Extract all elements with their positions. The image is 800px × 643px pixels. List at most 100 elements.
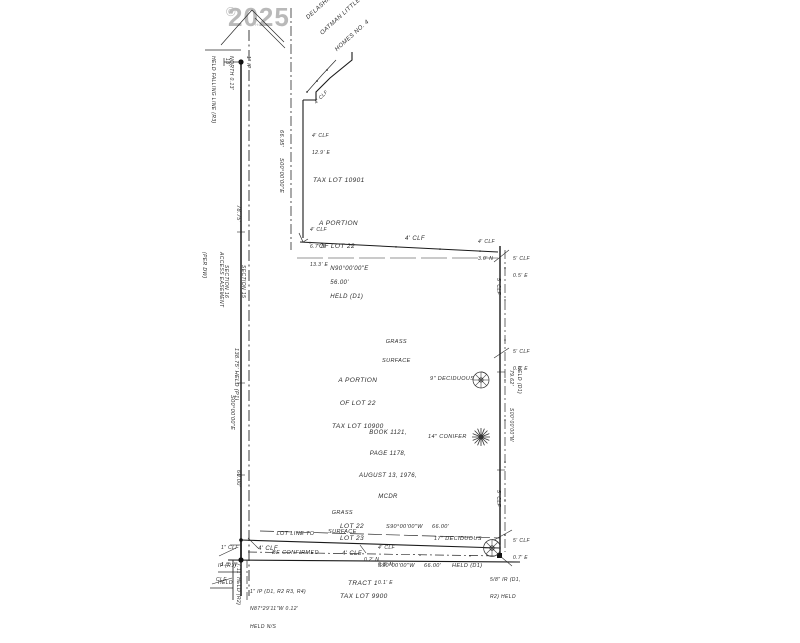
deed-ref-l2: PAGE 1178, [369, 451, 407, 458]
bearing-west-lower: S00°00'00"E [229, 395, 235, 431]
subdivision-boundary-oblique [220, 9, 253, 46]
fence-note-sw-west: 1" CLF 1.3' W [221, 534, 239, 581]
tree-deciduous-9in [472, 371, 490, 389]
fence-east-mid-l2: 0.6' E [513, 366, 529, 373]
fence-nw-top-l1: 4' CLF [312, 132, 329, 139]
fence-note-south-low: 4' CLF [342, 551, 362, 557]
parcel-10900-l1: A PORTION [338, 377, 378, 385]
south-line-lower-bearing: S90°00'00"W [378, 563, 415, 569]
lot-label-22: LOT 22 [340, 523, 365, 530]
fence-east-mid-l1: 5' CLF [513, 348, 530, 355]
plat-linework [205, 8, 521, 600]
fence-nw-corner-l2: 6.7' N [310, 244, 326, 251]
watermark-copyright-icon: © [226, 4, 236, 19]
fence-sw-west-l2: 1.3' W [221, 562, 238, 569]
bearing-north-leg: S00°00'00"E [278, 158, 284, 194]
tick-label-nw: 13' [224, 58, 230, 66]
fence-nw-corner-l3: 13.3' E [310, 262, 329, 269]
north-line-dimension: N90°00'00"E 56.00' HELD (D1) [322, 259, 369, 309]
dim-13875: 138.75' HELD (P1) [233, 348, 239, 401]
fence-note-bottom-left: CLF [216, 577, 227, 583]
west-dimension-ticks [237, 231, 245, 476]
section-line-15: SECTION 15 [240, 265, 247, 299]
watermark-sub: PHOTO [252, 22, 269, 27]
deed-reference-block: BOOK 1121, PAGE 1178, AUGUST 13, 1976, M… [330, 416, 446, 515]
tree-label-deciduous-17in: 17" DECIDUOUS [434, 536, 482, 542]
south-line-lower-distance: 66.00' [424, 563, 442, 569]
surface-upper-l2: SURFACE [382, 358, 411, 365]
fence-note-ne: 4' CLF 3.0' N [478, 228, 495, 275]
fence-note-sw: 4' CLF 0.8' N 0.1' E [378, 534, 395, 599]
section-line-note: SECTION 15 SECTION 16 [210, 265, 257, 298]
fence-nw-top-l2: 12.9' E [312, 150, 331, 157]
dim-6695: 66.95' [278, 130, 284, 148]
monument-nw-note: 1" IP NORTH 0.13' HELD FALLING LINE (R3) [197, 56, 262, 124]
section-line-16: SECTION 16 [222, 265, 229, 299]
monument-sw-ip-l1: IP (R1) [218, 562, 237, 569]
monument-nw-line3: HELD FALLING LINE (R3) [209, 56, 216, 124]
south-line-upper-bearing: S90°00'00"W [386, 524, 423, 530]
monument-se-note: 5/8" IR (D1, R2) HELD [490, 566, 521, 613]
bearing-east-line: S00°00'00"W [508, 408, 514, 442]
fence-note-south-mid: 0.2' N [364, 546, 379, 575]
monument-south-l1: 1" IP (D1, R2 R3, R4) [250, 588, 307, 595]
lot-line-confirm-l1: LOT LINE TO [276, 530, 315, 537]
north-line-note: HELD (D1) [330, 294, 364, 301]
fence-note-nw-top: 4' CLF 12.9' E [312, 122, 330, 169]
fence-note-east-lower: 5' CLF [495, 490, 501, 507]
fence-note-north-mid: 4' CLF [405, 236, 425, 242]
fence-note-se: 5' CLF 0.7' E [513, 527, 530, 574]
monument-se-l2: R2) HELD [490, 594, 516, 601]
fence-nw-corner-l1: 4' CLF [310, 226, 327, 233]
parcel-10901-label: TAX LOT 10901 A PORTION OF LOT 22 [313, 162, 365, 266]
dim-7875: 78.75' [235, 205, 241, 223]
lot-line-confirm-l2: BE CONFIRMED [272, 550, 319, 557]
north-line-distance: 56.00' [330, 280, 349, 287]
access-easement-line2: (PER DW) [200, 252, 207, 279]
deed-ref-l1: BOOK 1121, [369, 430, 407, 437]
monument-sw-ip-note: IP (R1) HELD [218, 552, 236, 599]
dim-7962: 79.62' [508, 370, 514, 386]
lot-line-confirm-note: LOT LINE TO BE CONFIRMED [272, 518, 319, 570]
fence-ne-l1: 4' CLF [478, 238, 495, 245]
fence-ne-east-l1: 5' CLF [513, 255, 530, 262]
parcel-10901-l1: TAX LOT 10901 [313, 177, 365, 185]
south-boundary-upper [240, 539, 501, 549]
parcel-10900-l3: TAX LOT 10900 [332, 423, 384, 431]
monument-se-l1: 5/8" IR (D1, [490, 576, 521, 583]
fence-sw-l3: 0.1' E [378, 580, 394, 587]
tree-label-conifer-14in: 14" CONIFER [428, 434, 467, 440]
fence-note-south-low2: 4' CLF [258, 546, 278, 552]
monument-nw-line1: 1" IP [245, 56, 252, 69]
fence-sw-l1: 4' CLF [378, 544, 395, 551]
surface-lower-l2: SURFACE [328, 529, 357, 536]
parcel-10901-l2: A PORTION [319, 219, 358, 227]
surface-lower-l1: GRASS [331, 509, 353, 516]
monument-nw-line2: NORTH 0.13' [227, 56, 234, 91]
watermark-year: 2025 [228, 2, 290, 32]
dim-6000: 60.00' [235, 470, 241, 488]
survey-plat-map: 2025 © PHOTO [197, 0, 530, 631]
parcel-10900-l2: OF LOT 22 [339, 400, 376, 408]
tree-label-deciduous-9in: 9" DECIDUOUS [430, 376, 475, 382]
fence-ne-east-l2: 0.5' E [513, 273, 529, 280]
tree-deciduous-17in [483, 539, 501, 557]
lot-line-to-be-confirmed [259, 530, 501, 539]
tree-conifer-14in [471, 427, 491, 447]
fence-se-l1: 5' CLF [513, 537, 530, 544]
deed-ref-l4: MCDR [378, 493, 398, 500]
deed-ref-l3: AUGUST 13, 1976, [358, 472, 418, 479]
south-line-lower-note: HELD (D1) [452, 563, 483, 569]
tract-taxlot-label: TAX LOT 9900 [340, 593, 388, 600]
fence-sw-west-l1: 1" CLF [221, 544, 239, 551]
fence-ne-l2: 3.0' N [478, 256, 494, 263]
fence-note-nw-corner: 4' CLF 6.7' N 13.3' E [310, 216, 328, 281]
surface-note-upper: GRASS SURFACE [382, 326, 411, 378]
fence-note-ne-east: 5' CLF 0.5' E [513, 245, 530, 292]
surface-note-lower: GRASS SURFACE [328, 497, 357, 549]
monument-node-sw [238, 557, 244, 563]
lot-label-23: LOT 23 [340, 535, 365, 542]
monument-se-marker [497, 553, 502, 558]
fence-sw-l2: 0.8' N [378, 562, 394, 569]
north-boundary-line [299, 241, 499, 253]
